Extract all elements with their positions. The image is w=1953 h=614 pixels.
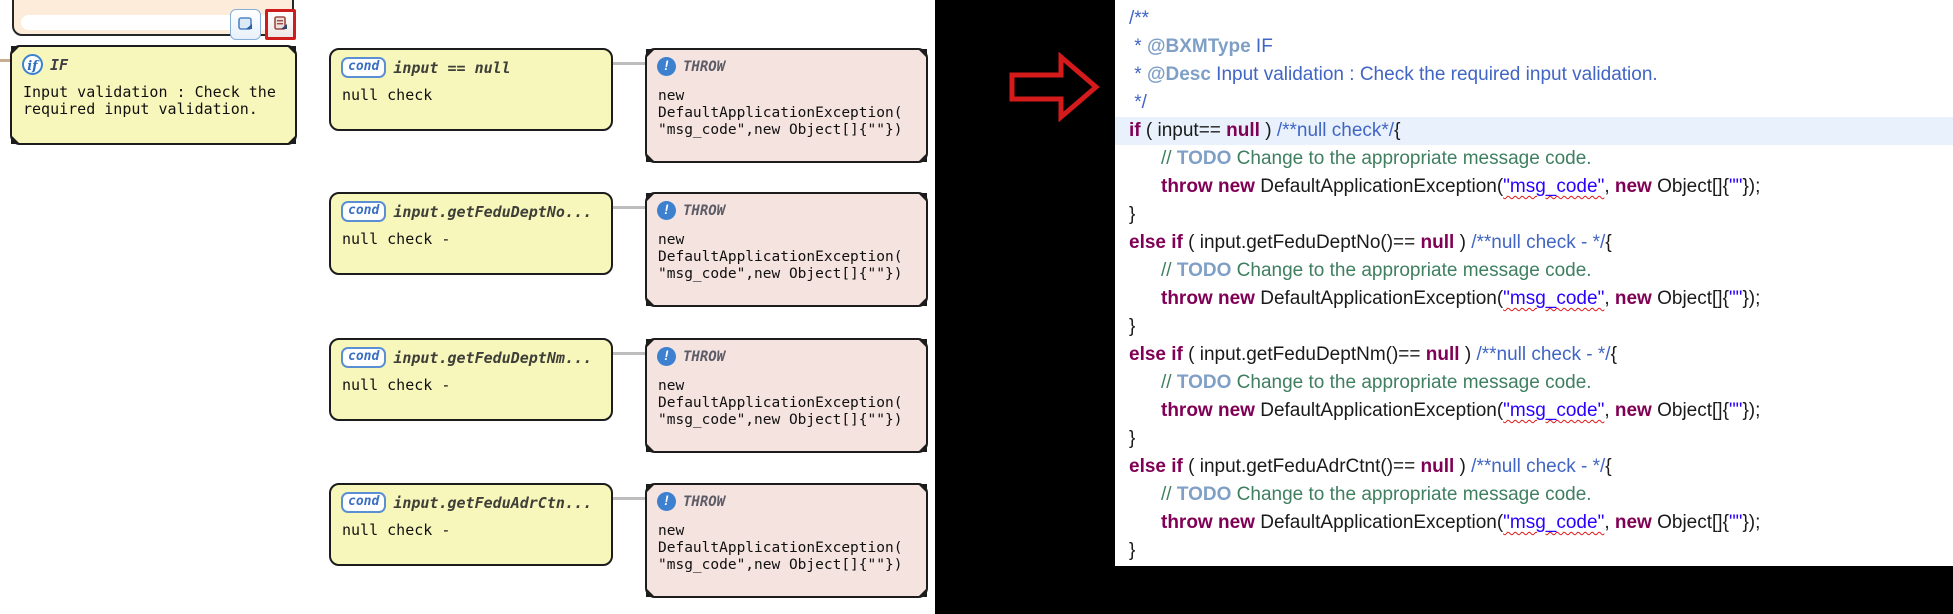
code-line: // TODO Change to the appropriate messag…: [1161, 260, 1592, 281]
flow-row: cond input.getFeduAdrCtn... null check -…: [0, 483, 935, 603]
code-line: }: [1129, 204, 1136, 225]
flow-row: cond input == null null check ! THROW ne…: [0, 48, 935, 168]
cond-badge: cond: [341, 492, 387, 513]
condition-note: null check -: [342, 230, 451, 248]
code-lines-container: /** * @BXMType IF * @Desc Input validati…: [1115, 0, 1953, 565]
code-line: }: [1129, 540, 1136, 561]
throw-icon: !: [657, 57, 676, 76]
code-line: }: [1129, 428, 1136, 449]
code-line: throw new DefaultApplicationException("m…: [1161, 288, 1761, 309]
flow-row: cond input.getFeduDeptNo... null check -…: [0, 192, 935, 312]
connector-line: [613, 206, 645, 209]
note-button[interactable]: [230, 9, 261, 40]
condition-expression: input.getFeduDeptNo...: [393, 202, 592, 221]
flow-row: cond input.getFeduDeptNm... null check -…: [0, 338, 935, 458]
cond-badge: cond: [341, 57, 387, 78]
condition-block[interactable]: cond input.getFeduDeptNm... null check -: [329, 338, 613, 421]
code-line: else if ( input.getFeduDeptNo()== null )…: [1129, 232, 1612, 253]
connector-line: [613, 62, 645, 65]
code-line: * @BXMType IF: [1129, 36, 1273, 57]
code-line: // TODO Change to the appropriate messag…: [1161, 484, 1592, 505]
code-panel[interactable]: /** * @BXMType IF * @Desc Input validati…: [1115, 0, 1953, 566]
code-line: throw new DefaultApplicationException("m…: [1161, 400, 1761, 421]
if-icon: if: [22, 54, 43, 75]
throw-icon: !: [657, 201, 676, 220]
condition-note: null check -: [342, 521, 451, 539]
condition-block[interactable]: cond input.getFeduDeptNo... null check -: [329, 192, 613, 275]
throw-block-title: THROW: [683, 202, 726, 219]
throw-icon: !: [657, 492, 676, 511]
throw-icon: !: [657, 347, 676, 366]
code-line: // TODO Change to the appropriate messag…: [1161, 372, 1592, 393]
condition-block[interactable]: cond input.getFeduAdrCtn... null check -: [329, 483, 613, 566]
code-line: throw new DefaultApplicationException("m…: [1161, 512, 1761, 533]
code-line: if ( input== null ) /**null check*/{: [1115, 117, 1953, 145]
throw-block-title: THROW: [683, 348, 726, 365]
note-icon: [238, 17, 252, 30]
transform-arrow-icon: [1009, 52, 1100, 122]
connector-line: [613, 497, 645, 500]
source-view-button[interactable]: [265, 9, 296, 40]
block-toolbar: [230, 9, 296, 40]
code-line: /**: [1129, 8, 1150, 29]
code-line: else if ( input.getFeduDeptNm()== null )…: [1129, 344, 1617, 365]
condition-expression: input.getFeduDeptNm...: [393, 348, 592, 367]
connector-line: [613, 352, 645, 355]
code-line: throw new DefaultApplicationException("m…: [1161, 176, 1761, 197]
condition-expression: input == null: [393, 58, 511, 77]
condition-note: null check -: [342, 376, 451, 394]
cond-badge: cond: [341, 201, 387, 222]
throw-block-title: THROW: [683, 58, 726, 75]
throw-block-title: THROW: [683, 493, 726, 510]
if-connector-stub: [0, 59, 11, 62]
code-line: else if ( input.getFeduAdrCtnt()== null …: [1129, 456, 1612, 477]
condition-note: null check: [342, 86, 433, 104]
code-line: }: [1129, 316, 1136, 337]
code-line: * @Desc Input validation : Check the req…: [1129, 64, 1658, 85]
code-line: // TODO Change to the appropriate messag…: [1161, 148, 1592, 169]
cond-badge: cond: [341, 347, 387, 368]
if-block-title: IF: [50, 55, 69, 74]
source-view-icon: [274, 16, 287, 30]
condition-block[interactable]: cond input == null null check: [329, 48, 613, 131]
parent-block-inner: [21, 15, 285, 30]
code-line: */: [1129, 92, 1147, 113]
condition-expression: input.getFeduAdrCtn...: [393, 493, 592, 512]
